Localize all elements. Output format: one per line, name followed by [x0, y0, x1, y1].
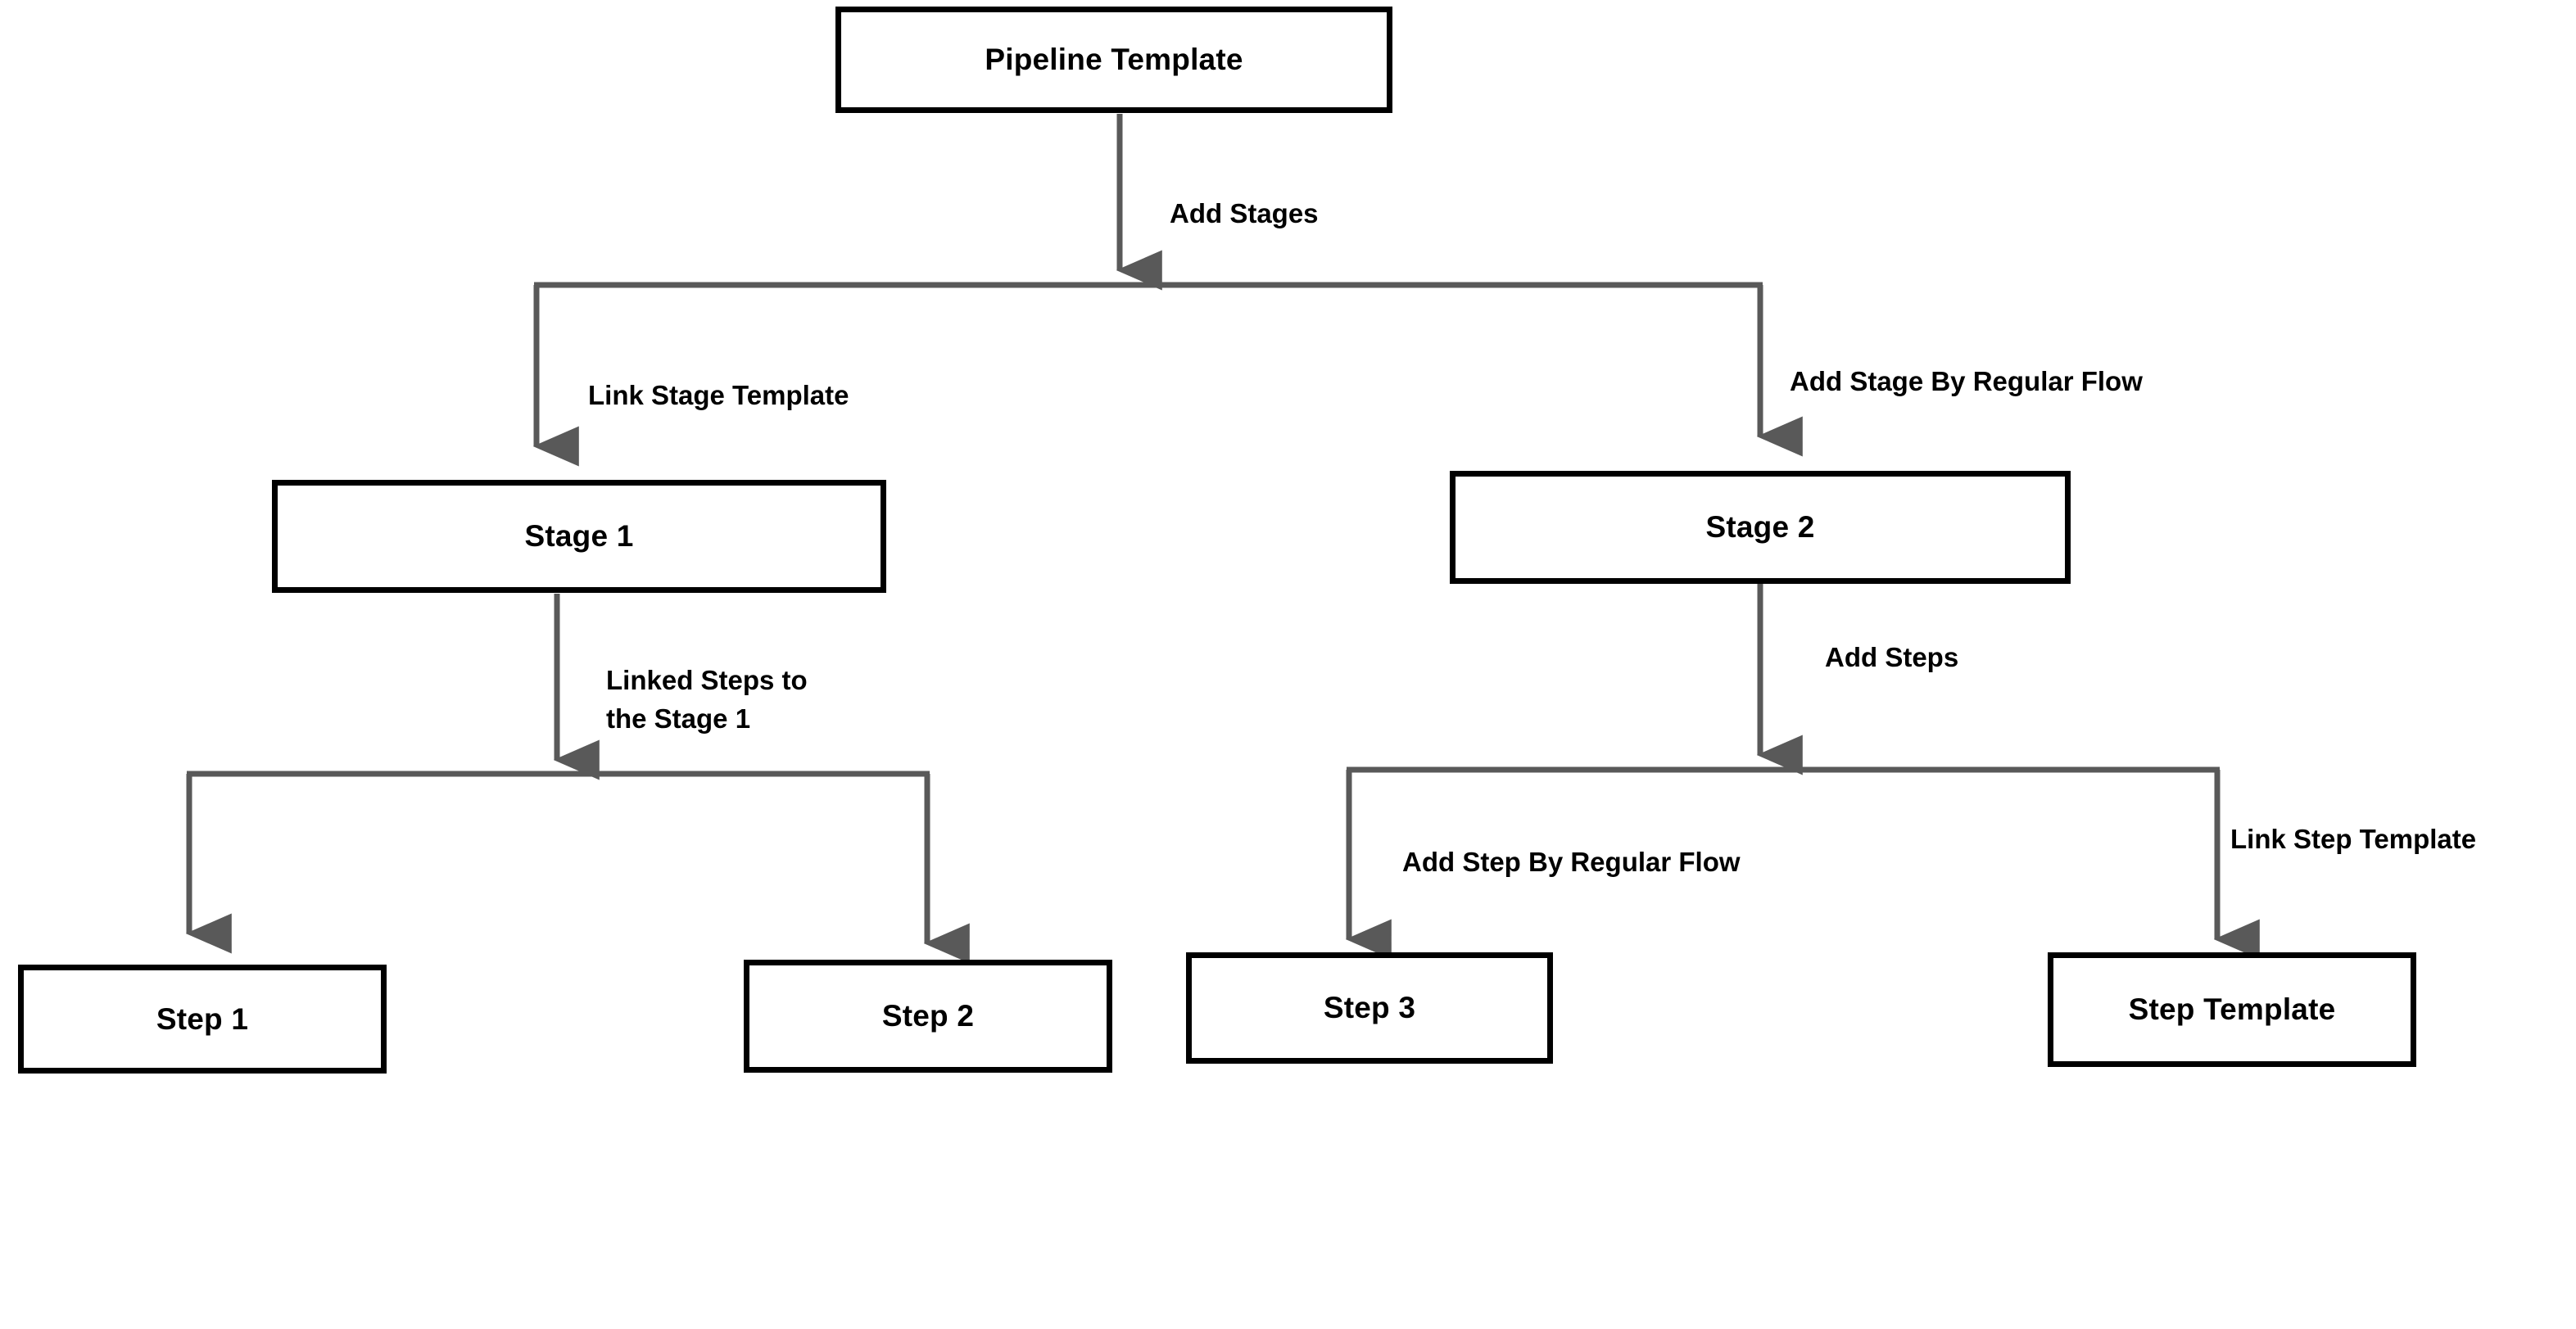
node-label: Step 3	[1323, 991, 1416, 1024]
edge-label-add-steps: Add Steps	[1825, 642, 1959, 672]
node-step-template[interactable]: Step Template	[2048, 952, 2416, 1067]
node-label: Stage 1	[524, 519, 634, 553]
edge-label-link-step-template: Link Step Template	[2230, 824, 2477, 854]
node-stage-2[interactable]: Stage 2	[1450, 471, 2071, 584]
edge-label-link-stage-template: Link Stage Template	[588, 380, 849, 410]
node-label: Pipeline Template	[985, 43, 1243, 76]
edge-label-linked-steps-to-stage-1-line-1: Linked Steps to	[606, 665, 808, 695]
node-step-2[interactable]: Step 2	[744, 960, 1112, 1073]
node-label: Step Template	[2128, 992, 2336, 1026]
node-stage-1[interactable]: Stage 1	[272, 480, 886, 593]
node-step-1[interactable]: Step 1	[18, 965, 387, 1074]
node-label: Stage 2	[1705, 510, 1815, 544]
node-label: Step 1	[156, 1001, 249, 1036]
edge-label-linked-steps-to-stage-1-line-2: the Stage 1	[606, 703, 751, 734]
edge-label-add-stage-by-regular-flow: Add Stage By Regular Flow	[1790, 366, 2143, 396]
node-pipeline-template[interactable]: Pipeline Template	[835, 7, 1392, 113]
edge-label-add-step-by-regular-flow: Add Step By Regular Flow	[1402, 847, 1741, 877]
node-step-3[interactable]: Step 3	[1186, 952, 1553, 1064]
node-label: Step 2	[881, 999, 975, 1033]
edge-label-add-stages: Add Stages	[1170, 198, 1319, 228]
